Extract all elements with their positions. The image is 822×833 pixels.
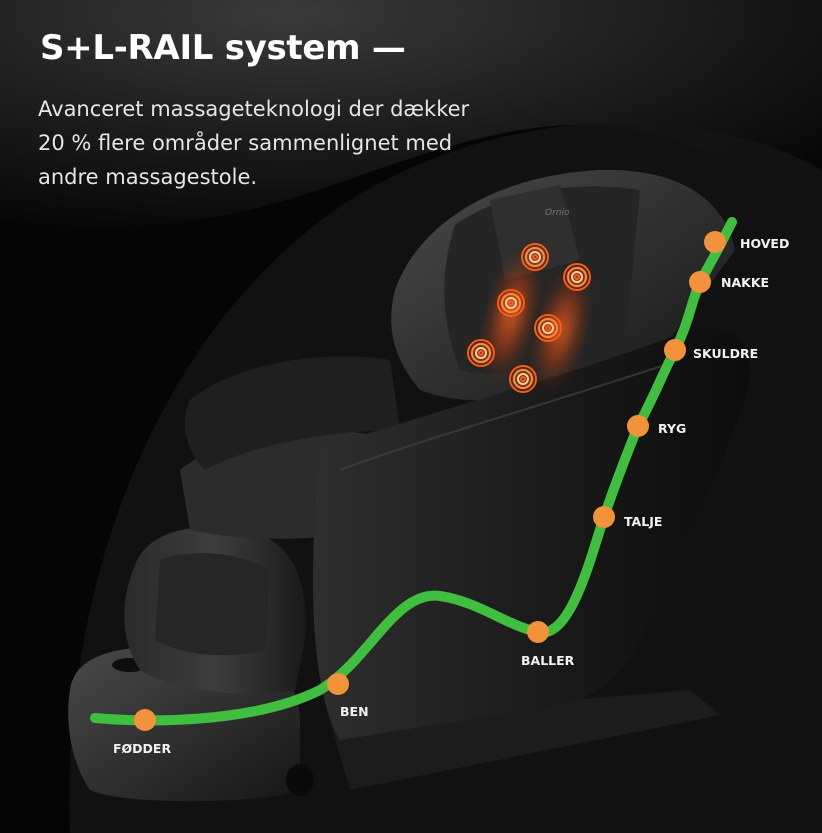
rail-point-baller: [527, 621, 549, 643]
subline: Avanceret massageteknologi der dækker 20…: [38, 92, 598, 194]
rail-point-ben: [327, 673, 349, 695]
rail-point-nakke: [689, 271, 711, 293]
rail-point-label: BALLER: [521, 653, 575, 668]
svg-text:Ornio: Ornio: [545, 208, 570, 218]
massage-node-icon: [509, 365, 537, 393]
rail-point-label: TALJE: [624, 514, 662, 529]
rail-point-label: RYG: [658, 421, 686, 436]
s-l-rail-line: [90, 217, 737, 726]
rail-point-label: FØDDER: [113, 741, 171, 756]
rail-point-ryg: [627, 415, 649, 437]
rail-point-talje: [593, 506, 615, 528]
massage-node-icon: [467, 339, 495, 367]
rail-point-label: NAKKE: [721, 275, 769, 290]
rail-point-label: SKULDRE: [693, 346, 758, 361]
rail-point-fødder: [134, 709, 156, 731]
massage-node-icon: [563, 263, 591, 291]
rail-point-hoved: [704, 231, 726, 253]
rail-point-label: BEN: [340, 704, 369, 719]
subline-line: Avanceret massageteknologi der dækker: [38, 97, 470, 121]
rail-point-skuldre: [664, 339, 686, 361]
rail-point-label: HOVED: [740, 236, 789, 251]
massage-node-icon: [497, 289, 525, 317]
point-layer: FØDDER BEN BALLER TALJE RYG SKULDRE NAKKE HOVED: [113, 231, 789, 756]
massage-node-icon: [534, 314, 562, 342]
massage-node-icon: [521, 243, 549, 271]
subline-line: andre massagestole.: [38, 165, 258, 189]
background-arc: [0, 0, 822, 260]
subline-line: 20 % flere områder sammenlignet med: [38, 131, 453, 155]
headline: S+L-RAIL system —: [40, 28, 406, 68]
massage-nodes: [467, 243, 591, 393]
